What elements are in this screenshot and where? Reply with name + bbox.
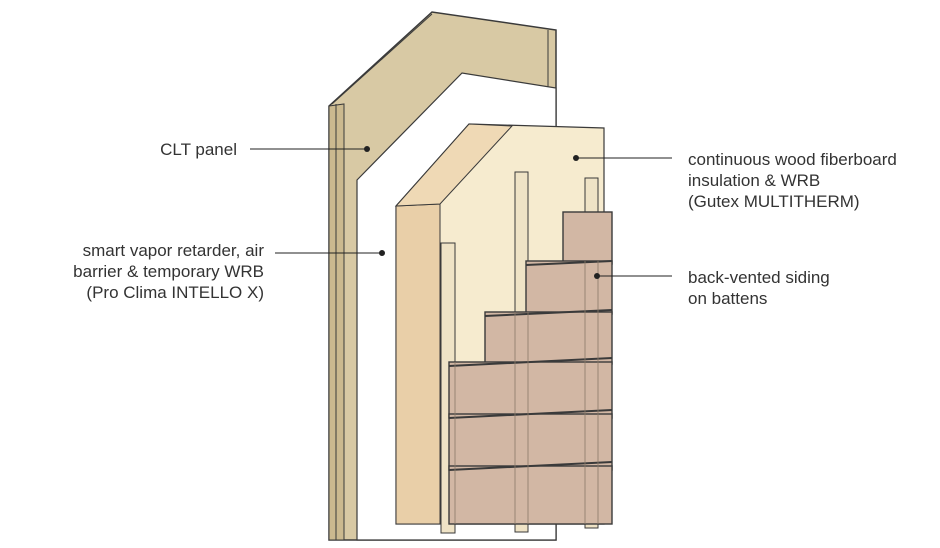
label-fiberboard-line-3: (Gutex MULTITHERM) <box>688 192 860 211</box>
label-siding-line-1: back-vented siding <box>688 268 830 287</box>
label-fiberboard-line-2: insulation & WRB <box>688 171 821 190</box>
label-siding: back-vented siding on battens <box>688 267 830 309</box>
label-fiberboard-line-1: continuous wood fiberboard <box>688 150 897 169</box>
leader-fiberboard <box>573 155 672 161</box>
label-vapor-retarder-line-2: barrier & temporary WRB <box>73 262 264 281</box>
leader-vapor-retarder <box>275 250 385 256</box>
label-vapor-retarder: smart vapor retarder, air barrier & temp… <box>73 240 264 303</box>
label-vapor-retarder-line-3: (Pro Clima INTELLO X) <box>86 283 264 302</box>
label-vapor-retarder-line-1: smart vapor retarder, air <box>82 241 264 260</box>
label-fiberboard: continuous wood fiberboard insulation & … <box>688 149 897 212</box>
label-clt-panel-line-1: CLT panel <box>160 140 237 159</box>
siding-boards <box>448 211 613 525</box>
label-clt-panel: CLT panel <box>160 139 237 160</box>
leader-clt <box>250 146 370 152</box>
leader-siding <box>594 273 672 279</box>
label-siding-line-2: on battens <box>688 289 768 308</box>
